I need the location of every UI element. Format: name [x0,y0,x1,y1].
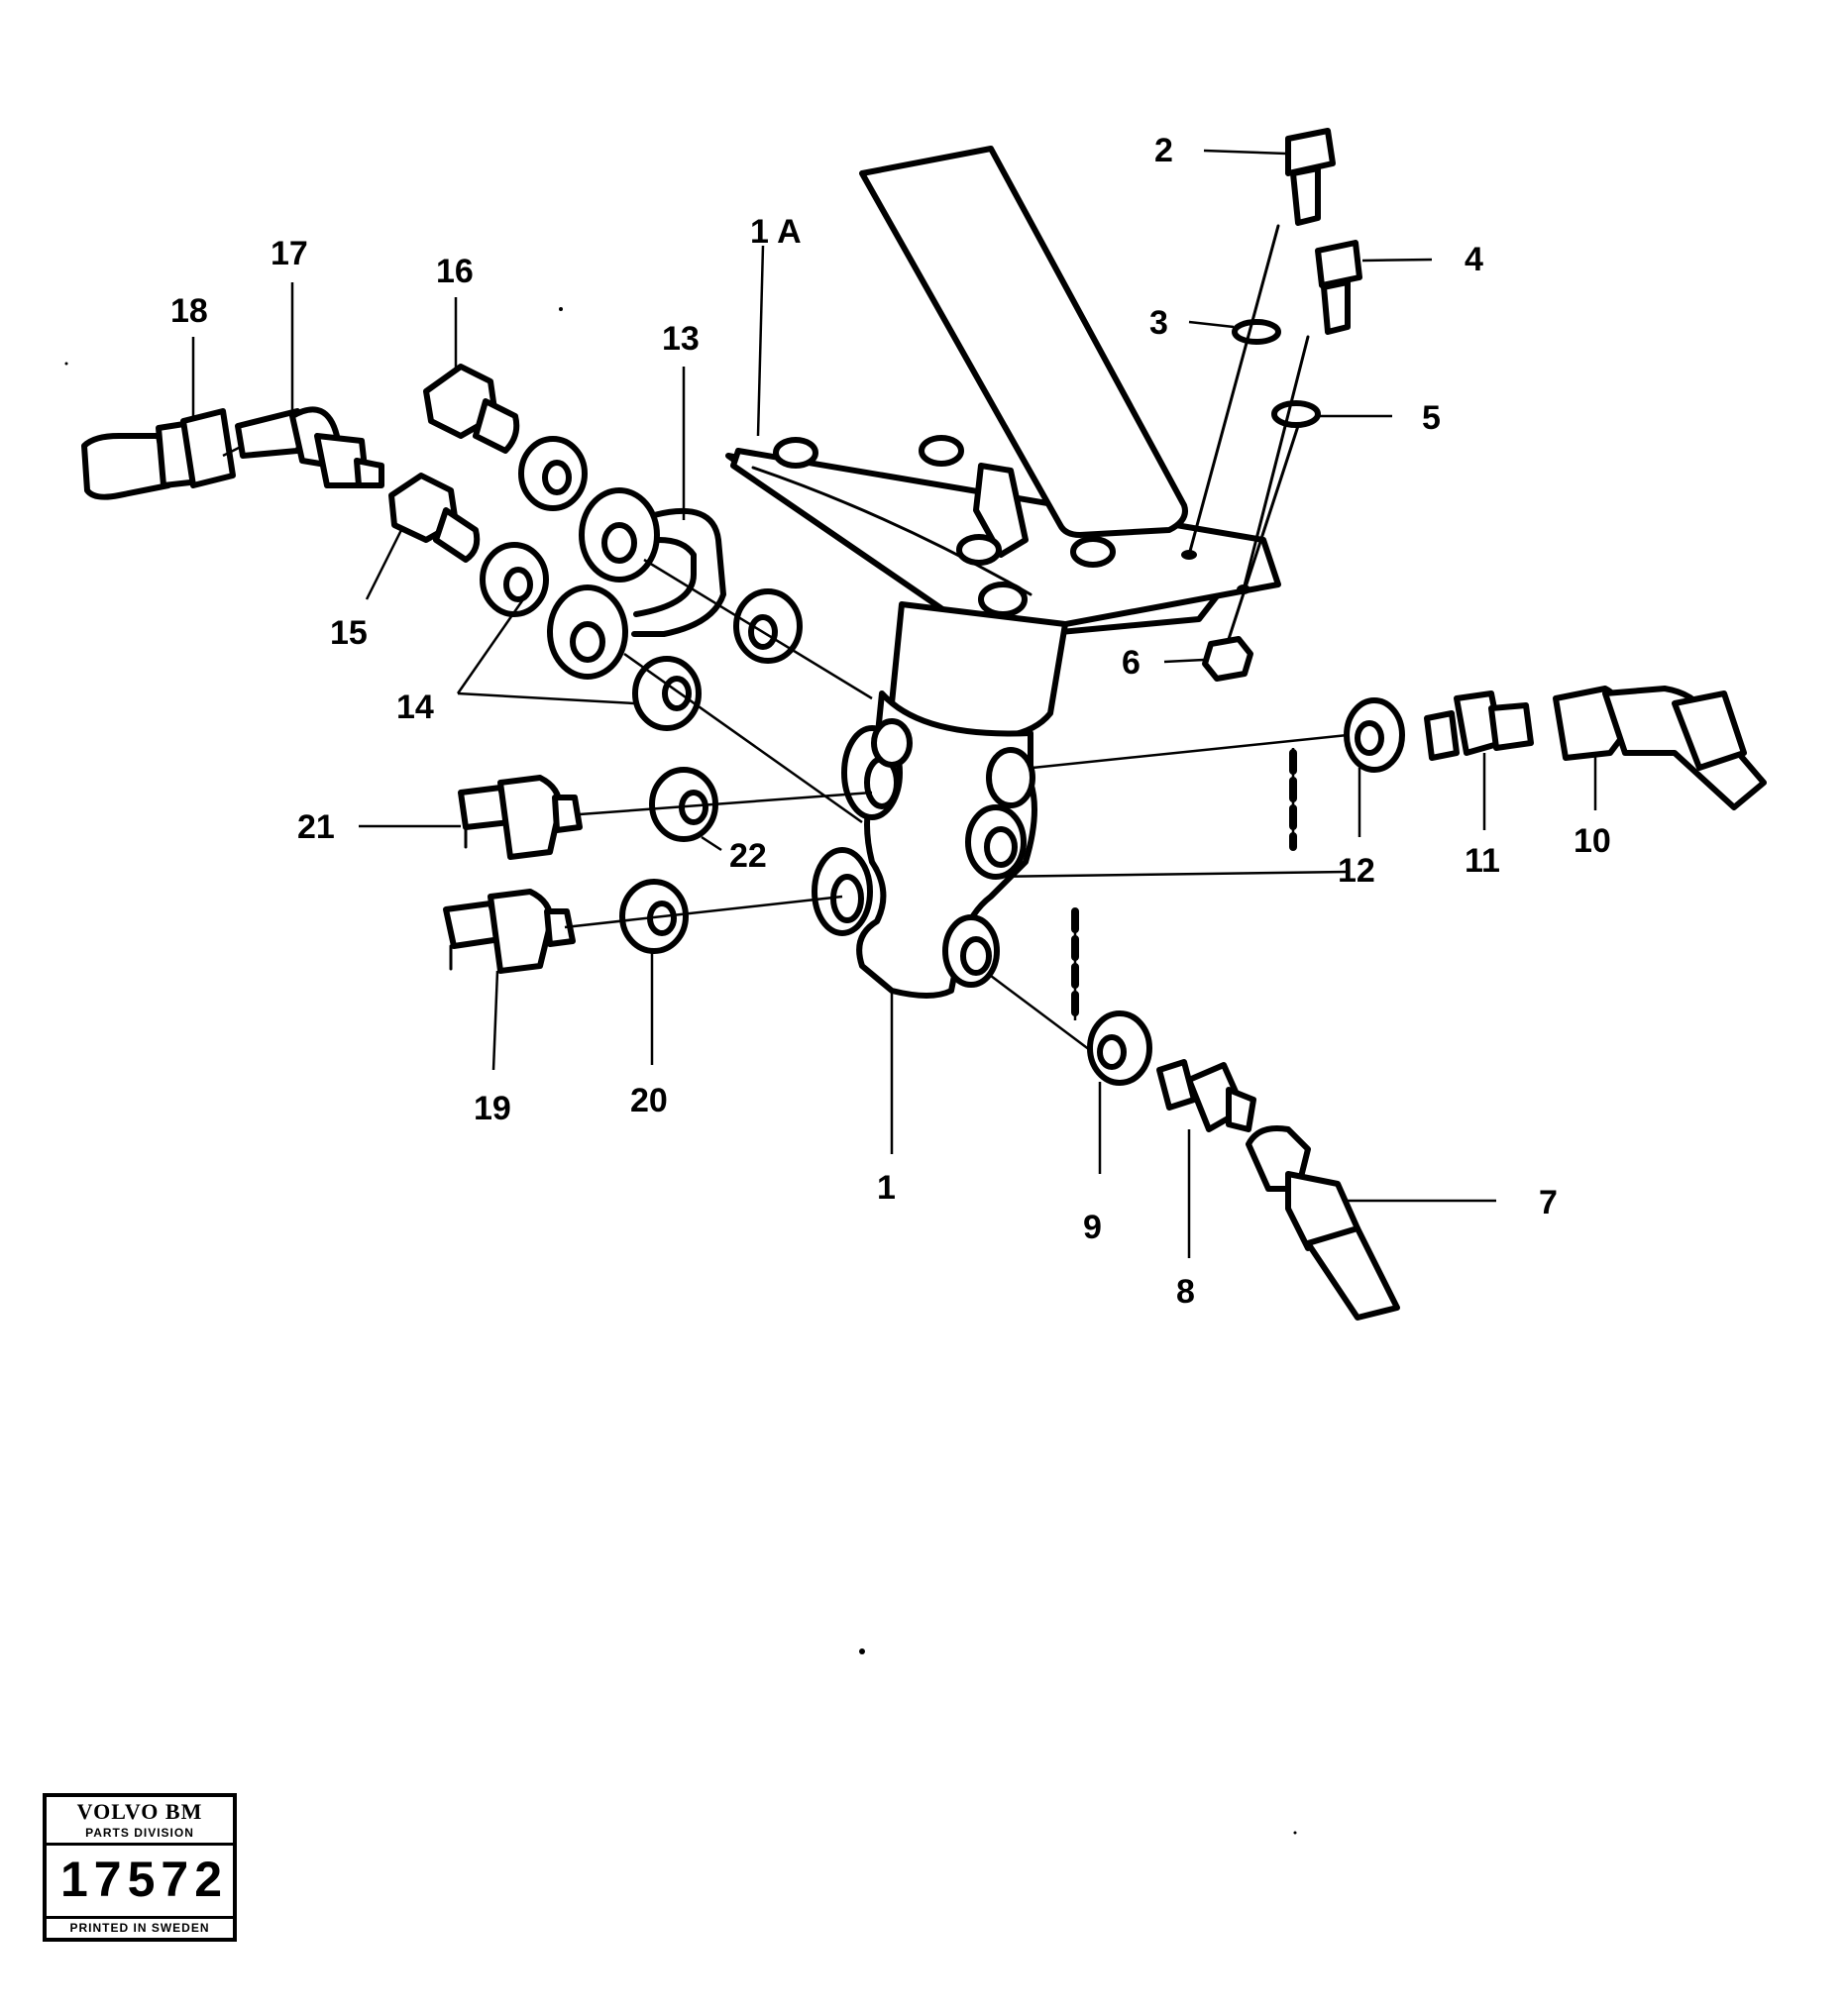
callout-13: 13 [662,320,700,520]
callout-19: 19 [474,970,511,1127]
callout-10: 10 [1574,753,1611,860]
washer-12-hole [1355,720,1384,756]
hose-7 [1246,1125,1400,1321]
washer-14a-hole [542,460,572,495]
callout-21: 21 [297,808,461,846]
callout-15: 15 [330,529,403,652]
callout-18-label: 18 [170,292,208,330]
callout-17-label: 17 [271,235,308,272]
callout-21-label: 21 [297,808,335,846]
callout-5-label: 5 [1422,399,1441,437]
callout-9-label: 9 [1083,1209,1102,1246]
washer-9-hole [1097,1034,1127,1070]
callout-20-label: 20 [630,1082,668,1119]
hose-10 [1553,686,1767,810]
stamp-printed-in: PRINTED IN SWEDEN [47,1916,233,1938]
callout-9: 9 [1083,1082,1102,1246]
callout-8-label: 8 [1176,1273,1195,1311]
banjo-bolt-16 [423,364,520,454]
stamp-division: PARTS DIVISION [47,1826,233,1846]
brake-pipe-13 [547,487,726,680]
washer-3 [1232,319,1281,345]
callout-3-label: 3 [1149,304,1168,342]
callout-7: 7 [1348,1184,1558,1221]
union-11 [1424,690,1534,761]
callout-7-label: 7 [1539,1184,1558,1221]
bolt-2 [1285,128,1336,226]
callout-19-label: 19 [474,1090,511,1127]
callout-2-label: 2 [1154,132,1173,169]
callout-16: 16 [436,253,474,371]
callout-1: 1 [877,991,896,1207]
callout-3: 3 [1149,304,1235,342]
callout-6: 6 [1122,644,1205,682]
nut-6 [1202,636,1253,682]
brake-pedal-assembly [725,146,1281,642]
brake-valve-body [812,601,1068,999]
callout-15-label: 15 [330,614,368,652]
washer-5 [1271,400,1321,428]
stamp-brand: VOLVO BM [76,1799,203,1824]
hose-18 [81,408,236,500]
callout-1a: 1 A [750,213,802,437]
callout-22-label: 22 [729,837,767,875]
callout-14-label: 14 [396,689,434,726]
callout-1a-label: 1 A [750,213,802,251]
stamp-illustration-number: 17572 [60,1852,229,1907]
callout-16-label: 16 [436,253,474,290]
callout-2: 2 [1154,132,1287,169]
callout-4: 4 [1361,241,1483,278]
washer-14b-hole [503,567,533,602]
callout-17: 17 [271,235,308,416]
callout-11: 11 [1465,753,1500,880]
callout-18: 18 [170,292,208,416]
callout-6-label: 6 [1122,644,1141,682]
callout-14: 14 [396,588,635,726]
callout-20: 20 [630,949,668,1119]
fitting-17 [235,406,384,488]
banjo-bolt-15 [388,473,481,563]
callout-11-label: 11 [1465,842,1500,880]
union-8 [1156,1059,1256,1132]
catalogue-stamp: VOLVO BM PARTS DIVISION 17572 PRINTED IN… [43,1793,237,1942]
callout-10-label: 10 [1574,822,1611,860]
callout-4-label: 4 [1465,241,1483,278]
callout-12-label: 12 [1338,852,1375,890]
pressure-switch-19 [443,889,576,974]
callout-13-label: 13 [662,320,700,358]
callout-12: 12 [1338,768,1375,890]
callout-5: 5 [1320,399,1441,437]
washer-14d-hole [662,676,692,711]
callout-1-label: 1 [877,1169,896,1207]
bolt-4 [1315,240,1362,335]
callout-22: 22 [701,835,767,875]
pressure-switch-21 [458,775,583,860]
callout-8: 8 [1176,1129,1195,1311]
